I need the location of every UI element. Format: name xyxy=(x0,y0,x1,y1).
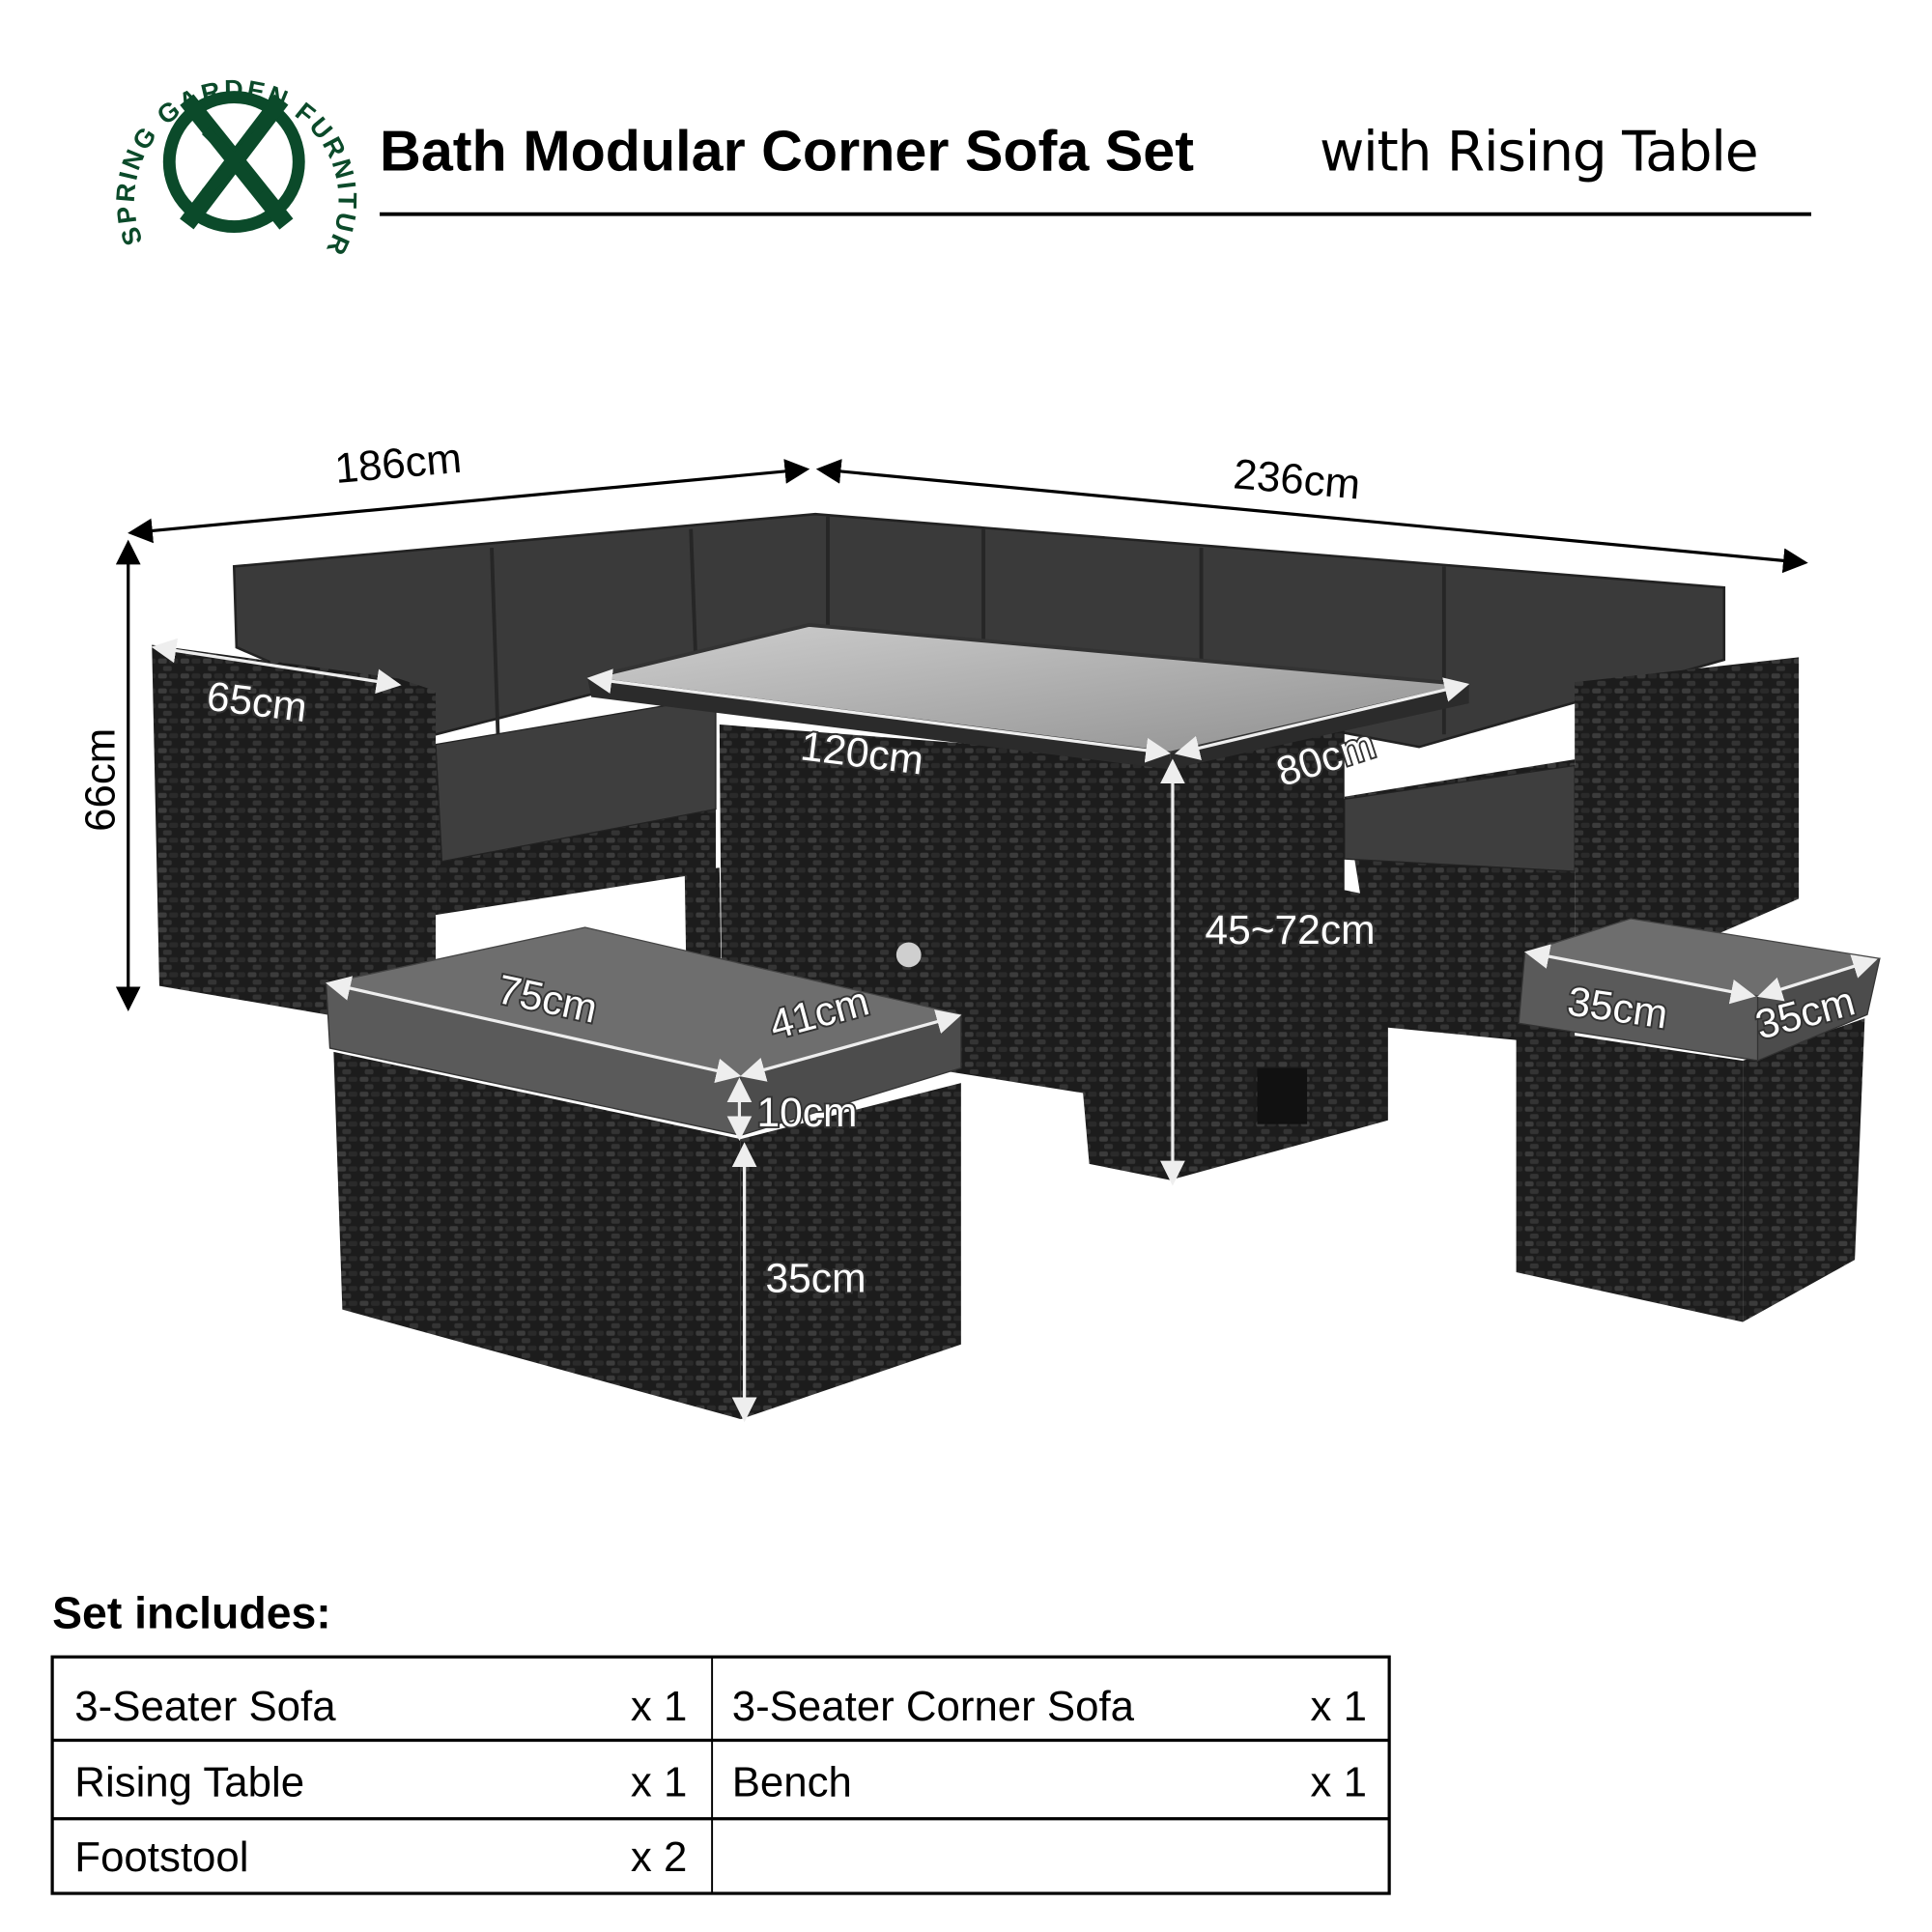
set-includes-heading: Set includes: xyxy=(52,1588,331,1638)
stool-body-front xyxy=(1516,1027,1744,1322)
page-subtitle: with Rising Table xyxy=(1320,121,1757,185)
dimension-lines xyxy=(115,459,1878,1423)
item-qty: x 1 xyxy=(631,1759,687,1806)
item-qty: x 1 xyxy=(1311,1759,1367,1806)
right-arm xyxy=(1575,657,1800,996)
item-name: 3-Seater Sofa xyxy=(74,1683,336,1730)
item-qty: x 2 xyxy=(631,1833,687,1881)
bench-body-side xyxy=(740,1083,961,1420)
page-title: Bath Modular Corner Sofa Set xyxy=(380,119,1194,184)
item-name: Bench xyxy=(732,1759,852,1806)
item-qty: x 1 xyxy=(1311,1683,1367,1730)
table-row: Footstool x 2 xyxy=(74,1833,687,1881)
table-front xyxy=(719,724,1171,1180)
dim-overall-height: 66cm xyxy=(77,728,125,832)
item-name: Rising Table xyxy=(74,1759,304,1806)
stool-body-side xyxy=(1743,1018,1865,1322)
item-name: 3-Seater Corner Sofa xyxy=(732,1683,1135,1730)
set-includes-table xyxy=(50,1655,1391,1895)
dim-bench-cushion-height: 10cm xyxy=(757,1091,858,1136)
bench-body-front xyxy=(333,1051,741,1420)
table-lift-button xyxy=(895,942,922,968)
item-name: Footstool xyxy=(74,1833,248,1881)
dim-table-height: 45~72cm xyxy=(1205,908,1375,953)
table-row: Rising Table x 1 Bench x 1 xyxy=(74,1759,1367,1806)
dim-bench-height: 35cm xyxy=(766,1257,867,1302)
dim-arm-depth: 65cm xyxy=(204,674,309,731)
brand-logo: SPRING GARDEN FURNITURE xyxy=(0,0,359,262)
dim-overall-right-width: 236cm xyxy=(1232,450,1362,508)
table-row: 3-Seater Sofa x 1 3-Seater Corner Sofa x… xyxy=(74,1683,1367,1730)
table-right-side xyxy=(1170,727,1388,1180)
dim-overall-left-width: 186cm xyxy=(333,435,464,493)
table-foot-opening xyxy=(1257,1067,1308,1124)
item-qty: x 1 xyxy=(631,1683,687,1730)
left-arm xyxy=(152,644,437,1028)
furniture-photo xyxy=(152,512,1881,1420)
